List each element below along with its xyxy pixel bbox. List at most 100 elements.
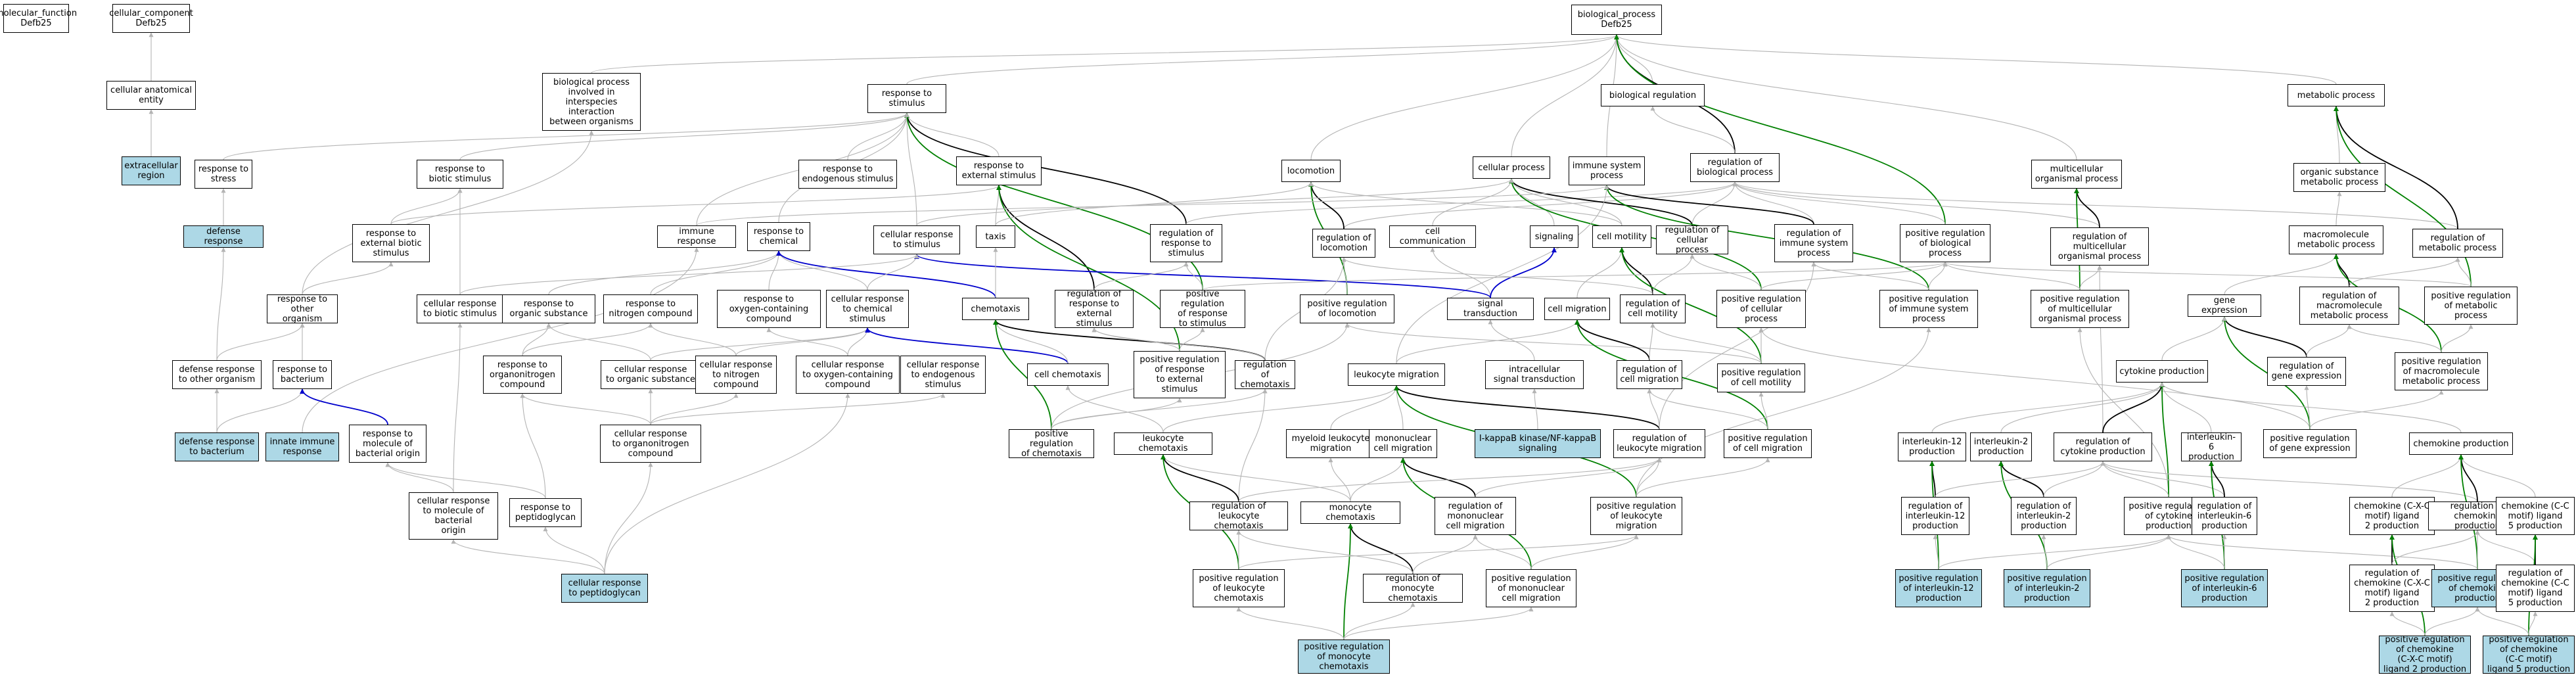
term-node-cellcomm[interactable]: cell communication [1389, 225, 1476, 248]
term-node-reggeneexp[interactable]: regulation of gene expression [2267, 357, 2346, 386]
term-node-rorgN[interactable]: response to organonitrogen compound [483, 356, 562, 394]
term-node-loco[interactable]: locomotion [1281, 160, 1341, 182]
term-node-regrts[interactable]: regulation of response to stimulus [1150, 224, 1222, 262]
term-node-chemotaxis[interactable]: chemotaxis [962, 298, 1029, 320]
term-node-cc[interactable]: cellular_component Defb25 [109, 4, 193, 33]
term-node-rnitro[interactable]: response to nitrogen compound [603, 294, 698, 323]
term-node-cae[interactable]: cellular anatomical entity [106, 81, 196, 110]
term-node-regchemo[interactable]: regulation of chemotaxis [1235, 360, 1295, 390]
term-node-regcellmot[interactable]: regulation of cell motility [1620, 294, 1686, 323]
term-node-posregcellmot[interactable]: positive regulation of cell motility [1717, 363, 1805, 392]
term-node-crorganic[interactable]: cellular response to organic substance [601, 360, 701, 389]
term-node-regleukmig[interactable]: regulation of leukocyte migration [1613, 429, 1705, 458]
term-node-intrasig[interactable]: intracellular signal transduction [1485, 360, 1584, 389]
term-node-rchem[interactable]: response to chemical [747, 222, 810, 251]
term-node-rpepti[interactable]: response to peptidoglycan [509, 498, 582, 527]
term-node-immresp[interactable]: immune response [657, 225, 736, 248]
term-node-mf[interactable]: molecular_function Defb25 [0, 4, 77, 33]
term-node-bpii[interactable]: biological process involved in interspec… [542, 73, 641, 131]
term-node-il6[interactable]: interleukin-6 production [2181, 432, 2242, 462]
term-node-il12[interactable]: interleukin-12 production [1898, 432, 1966, 461]
term-node-defbact[interactable]: defense response to bacterium [175, 432, 259, 461]
term-node-defother[interactable]: defense response to other organism [172, 360, 262, 389]
term-node-posregrts[interactable]: positive regulation of response to stimu… [1160, 289, 1245, 329]
term-node-regmonochemo[interactable]: regulation of monocyte chemotaxis [1363, 574, 1463, 603]
term-node-immsys[interactable]: immune system process [1569, 156, 1645, 185]
term-node-rbact[interactable]: response to bacterium [273, 360, 332, 389]
term-node-monochemo[interactable]: monocyte chemotaxis [1300, 501, 1400, 524]
term-node-er[interactable]: extracellular region [122, 156, 181, 185]
term-node-posregleukchemo[interactable]: positive regulation of leukocyte chemota… [1193, 569, 1285, 607]
term-node-posregloco[interactable]: positive regulation of locomotion [1300, 294, 1394, 323]
term-node-leukmig[interactable]: leukocyte migration [1348, 363, 1445, 386]
term-node-posregchemo[interactable]: positive regulation of chemotaxis [1009, 429, 1094, 459]
term-node-crmolbact[interactable]: cellular response to molecule of bacteri… [409, 492, 498, 540]
term-node-posreggeneexp[interactable]: positive regulation of gene expression [2263, 429, 2357, 458]
term-node-ccl5prod[interactable]: chemokine (C-C motif) ligand 5 productio… [2496, 497, 2575, 535]
term-node-posregisp[interactable]: positive regulation of immune system pro… [1879, 290, 1978, 328]
term-node-regmacro[interactable]: regulation of macromolecule metabolic pr… [2299, 287, 2399, 325]
term-node-posregccl5[interactable]: positive regulation of chemokine (C-C mo… [2483, 635, 2575, 674]
term-node-posregmonomig[interactable]: positive regulation of mononuclear cell … [1486, 569, 1576, 607]
term-node-sigtrans[interactable]: signal transduction [1447, 298, 1534, 320]
term-node-bp[interactable]: biological_process Defb25 [1571, 5, 1662, 35]
term-node-regisp[interactable]: regulation of immune system process [1774, 224, 1853, 262]
term-node-crnitro[interactable]: cellular response to nitrogen compound [695, 356, 777, 394]
term-node-regmonomig[interactable]: regulation of mononuclear cell migration [1435, 497, 1516, 535]
term-node-cxcl2prod[interactable]: chemokine (C-X-C motif) ligand 2 product… [2349, 497, 2435, 535]
term-node-cytoprod[interactable]: cytokine production [2116, 360, 2208, 383]
term-node-cellproc[interactable]: cellular process [1473, 156, 1550, 179]
term-node-taxis[interactable]: taxis [976, 225, 1015, 248]
term-node-myeloid[interactable]: myeloid leukocyte migration [1286, 429, 1375, 458]
term-node-crchem[interactable]: cellular response to chemical stimulus [826, 290, 909, 328]
term-node-rmolbact[interactable]: response to molecule of bacterial origin [349, 425, 426, 463]
term-node-crpepti[interactable]: cellular response to peptidoglycan [561, 574, 648, 603]
term-node-rts[interactable]: response to stimulus [867, 84, 946, 113]
term-node-posregcp[interactable]: positive regulation of cellular process [1716, 290, 1806, 328]
term-node-mononuc[interactable]: mononuclear cell migration [1369, 429, 1437, 458]
term-node-posregil6[interactable]: positive regulation of interleukin-6 pro… [2181, 569, 2268, 607]
term-node-osmp[interactable]: organic substance metabolic process [2293, 163, 2385, 192]
term-node-posregmop[interactable]: positive regulation of multicellular org… [2031, 290, 2129, 328]
term-node-posregleukmig[interactable]: positive regulation of leukocyte migrati… [1590, 497, 1682, 535]
term-node-regmop[interactable]: regulation of multicellular organismal p… [2050, 227, 2149, 266]
term-node-chemoprod[interactable]: chemokine production [2409, 432, 2513, 455]
term-node-cellchemo[interactable]: cell chemotaxis [1027, 363, 1109, 386]
term-node-posregcxcl2[interactable]: positive regulation of chemokine (C-X-C … [2379, 635, 2471, 674]
term-node-rstress[interactable]: response to stress [195, 160, 252, 189]
term-node-crorgN[interactable]: cellular response to organonitrogen comp… [600, 425, 701, 463]
term-node-metab[interactable]: metabolic process [2288, 84, 2385, 106]
term-node-cellmot[interactable]: cell motility [1592, 225, 1651, 248]
term-node-regil2[interactable]: regulation of interleukin-2 production [2011, 497, 2077, 535]
term-node-cellmig[interactable]: cell migration [1544, 298, 1610, 320]
term-node-regil12[interactable]: regulation of interleukin-12 production [1901, 497, 1969, 535]
term-node-posregmonochemo[interactable]: positive regulation of monocyte chemotax… [1298, 640, 1390, 674]
term-node-rorganic[interactable]: response to organic substance [502, 294, 595, 323]
term-node-signaling[interactable]: signaling [1530, 225, 1578, 248]
term-node-regloco[interactable]: regulation of locomotion [1312, 229, 1375, 258]
term-node-multi[interactable]: multicellular organismal process [2031, 160, 2122, 189]
term-node-posregbp[interactable]: positive regulation of biological proces… [1900, 224, 1990, 262]
term-node-innate[interactable]: innate immune response [265, 432, 339, 461]
term-node-regleukchemo[interactable]: regulation of leukocyte chemotaxis [1189, 501, 1288, 531]
term-node-rendo[interactable]: response to endogenous stimulus [798, 160, 897, 189]
term-node-macro[interactable]: macromolecule metabolic process [2289, 225, 2383, 254]
term-node-posregmacro[interactable]: positive regulation of macromolecule met… [2395, 352, 2488, 390]
term-node-leukchemo[interactable]: leukocyte chemotaxis [1114, 432, 1212, 455]
term-node-rextbio[interactable]: response to external biotic stimulus [352, 224, 430, 262]
term-node-posregcellmig[interactable]: positive regulation of cell migration [1724, 429, 1812, 458]
term-node-defresp[interactable]: defense response [183, 225, 264, 248]
term-node-crbiotic[interactable]: cellular response to biotic stimulus [417, 294, 503, 323]
term-node-regcyto[interactable]: regulation of cytokine production [2054, 432, 2152, 461]
term-node-crendo[interactable]: cellular response to endogenous stimulus [900, 356, 986, 394]
term-node-roxy[interactable]: response to oxygen-containing compound [717, 290, 821, 328]
term-node-regccl5[interactable]: regulation of chemokine (C-C motif) liga… [2496, 565, 2575, 612]
term-node-bioreg[interactable]: biological regulation [1601, 84, 1705, 106]
term-node-croxy[interactable]: cellular response to oxygen-containing c… [796, 356, 900, 394]
term-node-rbiotic[interactable]: response to biotic stimulus [417, 160, 503, 189]
term-node-il2[interactable]: interleukin-2 production [1970, 432, 2032, 461]
term-node-regcxcl2[interactable]: regulation of chemokine (C-X-C motif) li… [2349, 565, 2435, 612]
term-node-cellrs[interactable]: cellular response to stimulus [873, 225, 960, 254]
term-node-regcellmig[interactable]: regulation of cell migration [1617, 360, 1682, 389]
term-node-regcp[interactable]: regulation of cellular process [1656, 225, 1728, 255]
